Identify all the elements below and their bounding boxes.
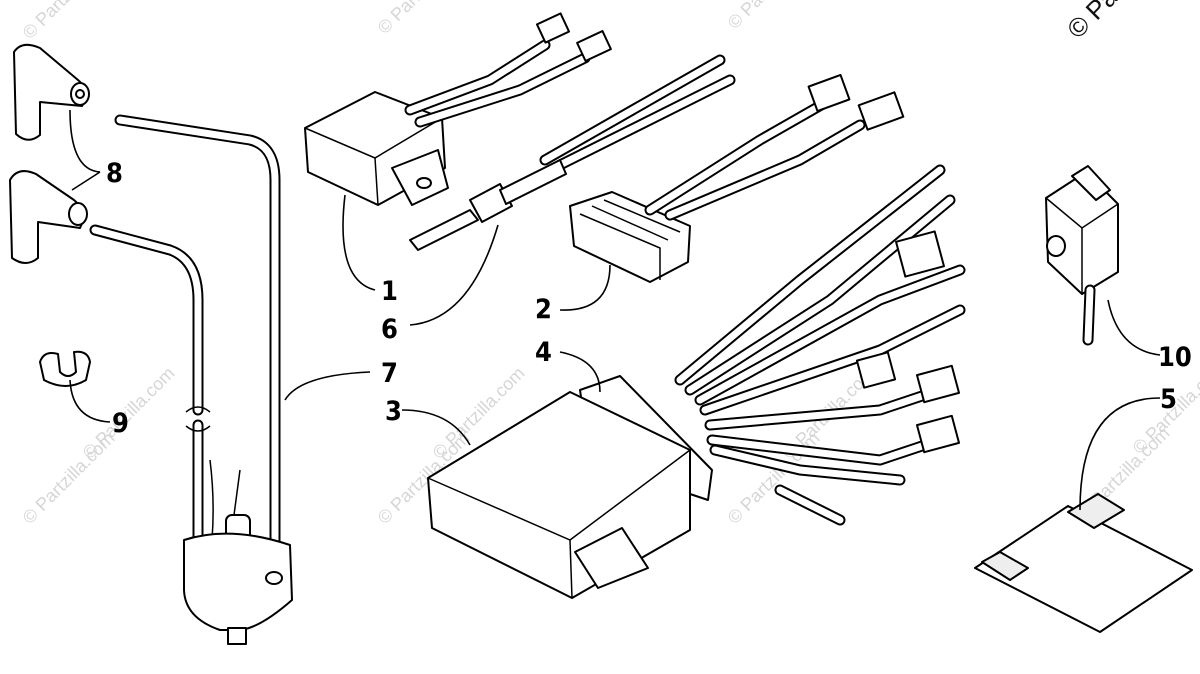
callout-8: 8 (106, 158, 123, 189)
spark-plug-cap-lower (9, 170, 88, 264)
wire-clip (39, 350, 91, 387)
callout-4: 4 (535, 337, 552, 368)
temperature-sensor (409, 54, 736, 251)
spark-plug-cap-upper (13, 43, 90, 141)
callout-6: 6 (381, 314, 398, 345)
callout-labels: 1 2 3 4 5 6 7 8 9 10 (106, 158, 1192, 439)
leader-lines (69, 109, 1161, 511)
callout-2: 2 (535, 294, 552, 325)
relay-unit (1045, 165, 1119, 346)
callout-5: 5 (1160, 384, 1177, 415)
watermark-text: © Partzilla.com (19, 0, 119, 43)
callout-9: 9 (112, 408, 129, 439)
voltage-regulator (569, 73, 905, 283)
callout-10: 10 (1158, 342, 1192, 373)
watermark-text: © Partzilla.com (724, 0, 824, 33)
callout-3: 3 (385, 396, 402, 427)
insulator-pad (974, 493, 1193, 633)
callout-7: 7 (381, 358, 398, 389)
callout-1: 1 (381, 276, 398, 307)
watermark-text: © Partzilla.com (374, 0, 474, 38)
ignition-coil (89, 114, 293, 645)
ecu-module (427, 391, 691, 599)
cdi-module (304, 12, 612, 206)
watermark-corner-text: © Pa (1061, 0, 1124, 44)
